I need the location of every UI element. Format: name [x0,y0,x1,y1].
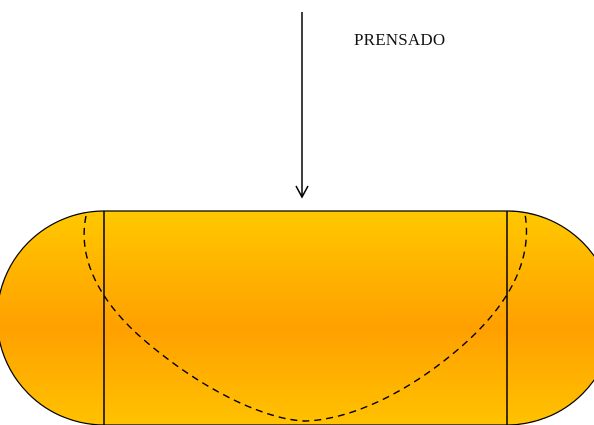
press-label: PRENSADO [354,30,446,49]
press-arrow-head-icon [295,185,309,199]
deformation-dashed-curve [83,213,528,422]
capsule-body [0,210,594,425]
